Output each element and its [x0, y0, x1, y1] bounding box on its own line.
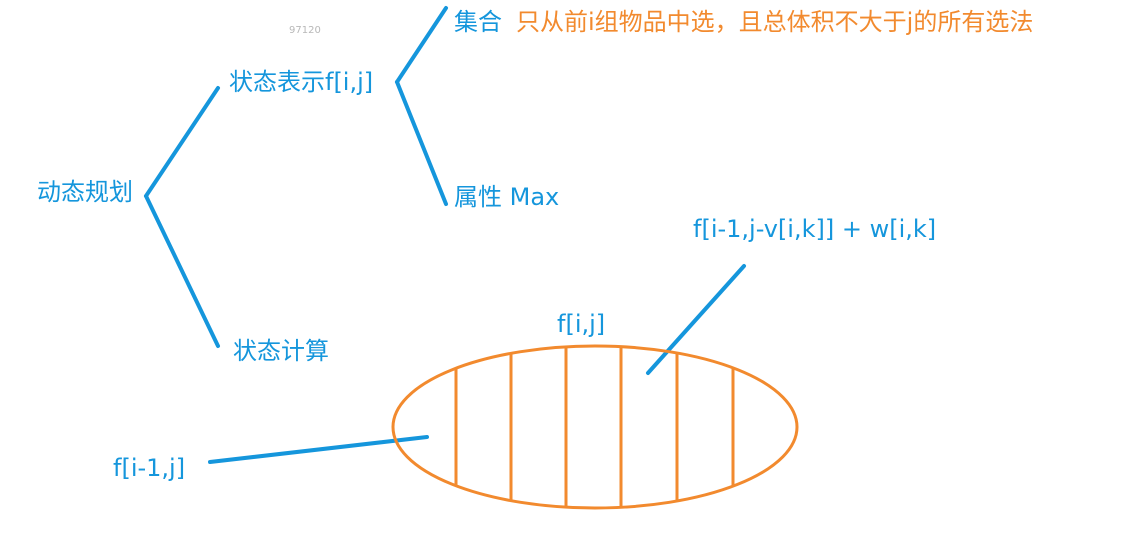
set-description: 只从前i组物品中选，且总体积不大于j的所有选法 — [516, 8, 1034, 36]
right-formula: f[i-1,j-v[i,k]] + w[i,k] — [693, 215, 937, 243]
state-ellipse — [391, 344, 799, 510]
branch-repr-to-set — [395, 6, 448, 84]
attribute-label: 属性 Max — [454, 183, 560, 211]
left-formula: f[i-1,j] — [113, 454, 186, 482]
pointer-right-formula — [646, 264, 746, 375]
watermark-text: 97120 — [289, 25, 321, 36]
root-label: 动态规划 — [37, 178, 133, 206]
branch-root-to-state-repr — [144, 86, 220, 198]
branch-root-to-state-calc — [144, 194, 220, 348]
state-repr-label: 状态表示f[i,j] — [229, 68, 374, 96]
set-label: 集合 — [454, 8, 502, 36]
branch-repr-to-attribute — [395, 80, 448, 206]
ellipse-title: f[i,j] — [557, 310, 606, 338]
pointer-left-formula — [208, 435, 429, 464]
state-calc-label: 状态计算 — [233, 337, 329, 365]
